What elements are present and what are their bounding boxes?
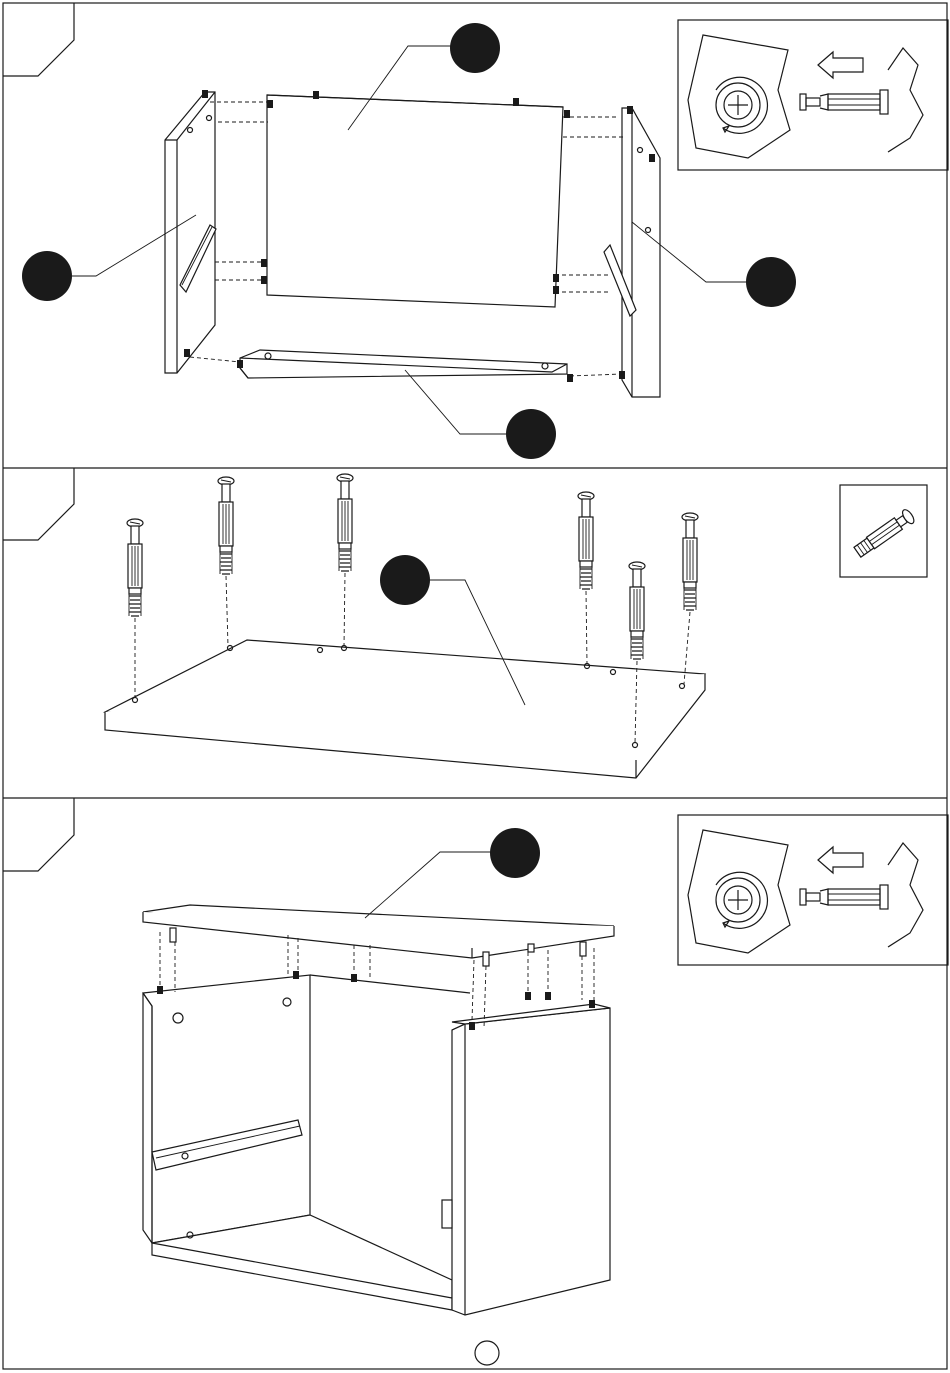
step-1-exploded-view: [22, 20, 948, 459]
bottom-panel: [105, 640, 705, 778]
callout-front-rail: [506, 409, 556, 459]
cam-lock-detail-step-3: [678, 815, 948, 965]
cam-lock-detail-step-1: [678, 20, 948, 170]
page-number-badge: [475, 1341, 499, 1365]
step-1-number-tab: [3, 3, 74, 76]
cam-bolt-detail: [840, 485, 927, 577]
right-side-panel: [604, 108, 660, 397]
carcass: [143, 975, 610, 1315]
back-panel: [267, 95, 563, 307]
step-3-number-tab: [3, 798, 74, 871]
callout-top-panel: [490, 828, 540, 878]
callout-back-panel: [450, 23, 500, 73]
callout-left-side-panel: [22, 251, 72, 301]
callout-right-side-panel: [746, 257, 796, 307]
step-2-exploded-view: [105, 474, 927, 778]
left-side-panel: [165, 92, 216, 373]
top-panel: [143, 905, 614, 958]
front-rail: [240, 350, 567, 378]
step-2-number-tab: [3, 468, 74, 540]
step-3-exploded-view: [143, 815, 948, 1315]
callout-bottom-panel: [380, 555, 430, 605]
step-3-callouts: [365, 828, 540, 918]
